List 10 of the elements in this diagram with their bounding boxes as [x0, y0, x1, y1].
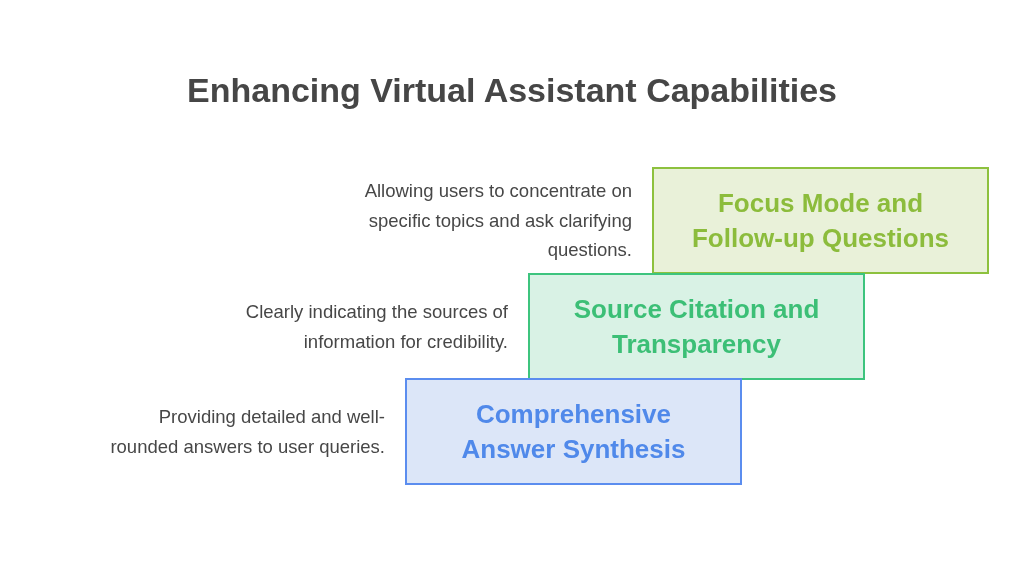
description-text: Allowing users to concentrate on specific topics and ask clarifying questions. — [363, 179, 632, 263]
step-box — [652, 167, 989, 274]
step-heading: Comprehensive Answer Synthesis — [460, 397, 687, 466]
description-text: Clearly indicating the sources of information for credibility. — [244, 300, 508, 354]
diagram-title: Enhancing Virtual Assistant Capabilities — [187, 71, 837, 109]
step-heading: Source Citation and Transparency — [572, 292, 821, 361]
step-box — [405, 378, 742, 485]
step-heading: Focus Mode and Follow-up Questions — [690, 186, 951, 255]
step-box — [528, 273, 865, 380]
description-text: Providing detailed and well-rounded answers to user queries. — [109, 405, 385, 459]
